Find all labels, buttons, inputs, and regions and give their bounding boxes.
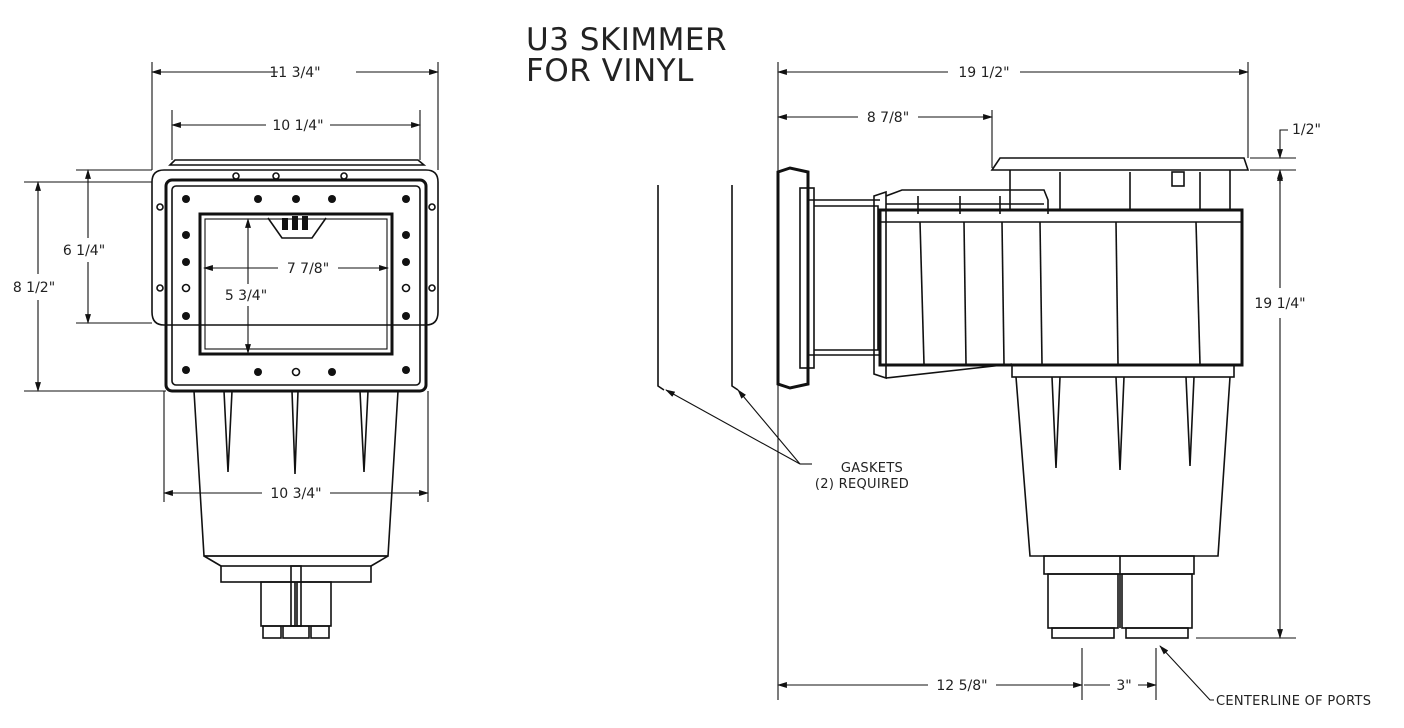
dim-side-throat-length: 8 7/8" (867, 110, 909, 126)
gaskets-label-2: (2) REQUIRED (815, 477, 909, 492)
dim-overall-width: 11 3/4" (269, 65, 320, 81)
front-faceplate (164, 178, 428, 393)
dim-flange-width: 10 1/4" (272, 118, 323, 134)
front-port-right (296, 581, 332, 627)
front-weir (267, 217, 327, 239)
dim-body-width: 10 3/4" (270, 486, 321, 502)
title-line-1: U3 SKIMMER (526, 22, 727, 58)
front-lid (168, 159, 427, 166)
side-body (878, 208, 1244, 367)
side-view: 19 1/2" 8 7/8" 1/2" 19 1/4" 12 5/8" 3" C… (776, 62, 1371, 709)
front-view: 11 3/4" 10 1/4" 10 3/4" 8 1/2" 6 1/4" 7 … (13, 62, 439, 639)
dim-side-lid-offset: 1/2" (1292, 122, 1321, 138)
side-lid (990, 157, 1250, 171)
dim-side-overall-height: 19 1/4" (1254, 296, 1305, 312)
title-line-2: FOR VINYL (526, 53, 694, 89)
dim-side-port-spacing: 3" (1116, 678, 1131, 694)
dim-side-port-offset: 12 5/8" (936, 678, 987, 694)
front-port-left (260, 581, 296, 627)
side-flange (776, 166, 810, 390)
front-collar (151, 169, 439, 326)
front-screw-holes (156, 172, 436, 377)
dim-flange-height: 6 1/4" (63, 243, 105, 259)
front-faceplate-inner (171, 185, 421, 386)
front-base (220, 565, 372, 583)
centerline-label: CENTERLINE OF PORTS (1216, 694, 1371, 709)
gasket-2 (731, 185, 739, 391)
dim-opening-height: 5 3/4" (225, 288, 267, 304)
side-base (1043, 555, 1195, 575)
dim-opening-width: 7 7/8" (287, 261, 329, 277)
side-throat (814, 205, 879, 351)
gasket-1 (657, 185, 665, 391)
front-opening (198, 212, 394, 356)
dim-side-overall-length: 19 1/2" (958, 65, 1009, 81)
gaskets-label-1: GASKETS (841, 461, 903, 476)
dim-overall-height: 8 1/2" (13, 280, 55, 296)
gaskets: GASKETS (2) REQUIRED (657, 185, 909, 492)
